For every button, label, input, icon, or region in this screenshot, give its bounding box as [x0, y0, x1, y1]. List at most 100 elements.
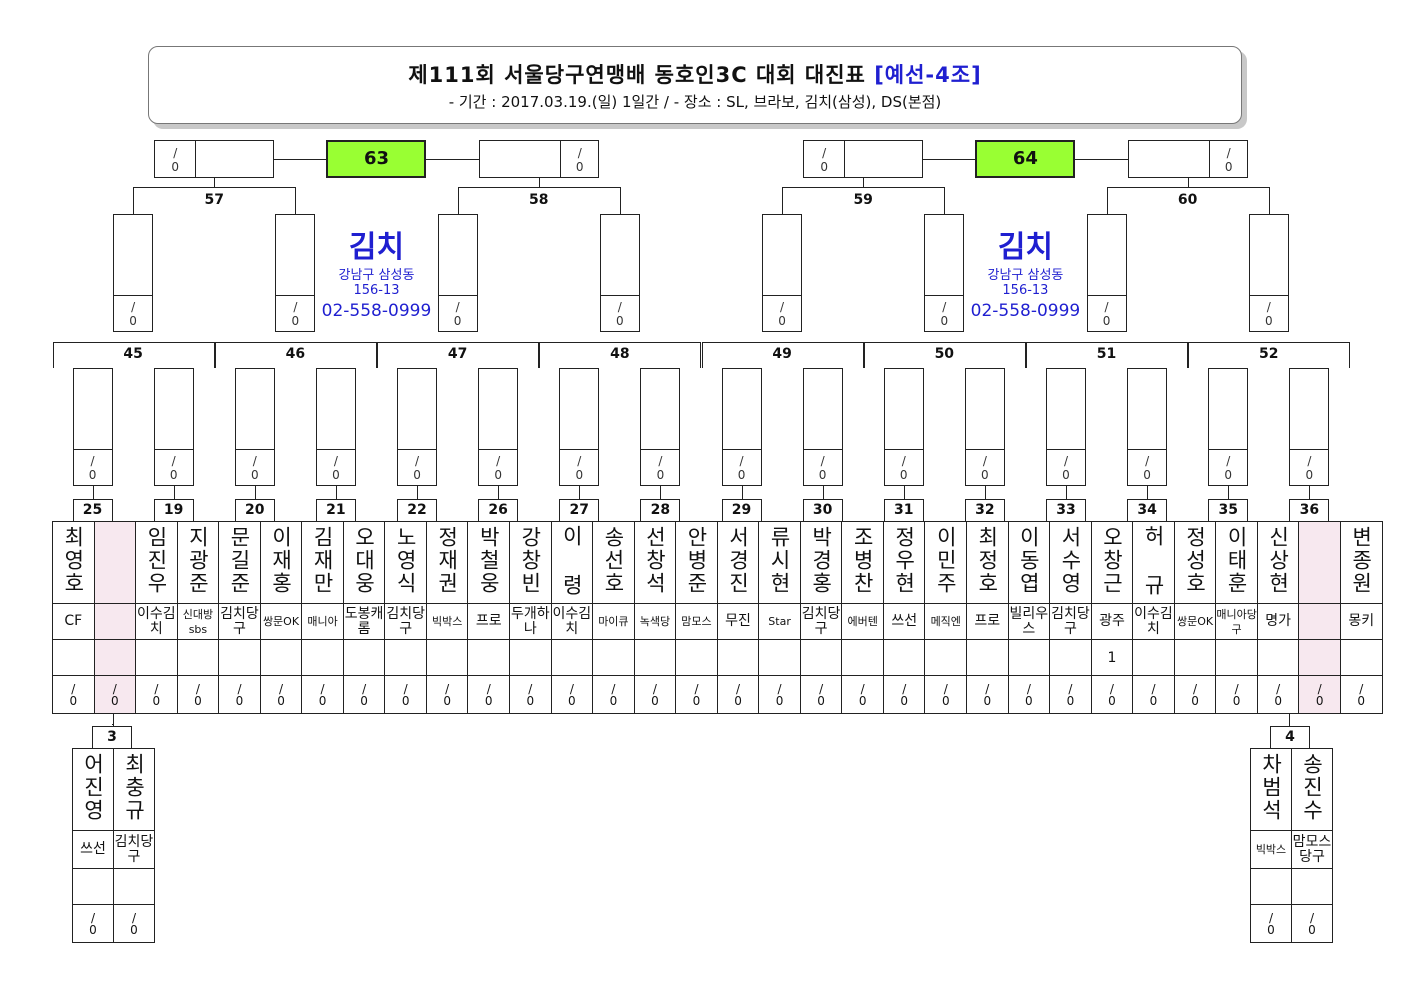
- player-name-cell[interactable]: 문길준: [218, 521, 261, 604]
- semi-box[interactable]: /0: [924, 214, 965, 332]
- prelim-score[interactable]: [1250, 868, 1292, 905]
- player-score[interactable]: [592, 639, 635, 676]
- player-name-cell[interactable]: 류시현: [758, 521, 801, 604]
- player-name-cell[interactable]: 박경홍: [799, 521, 843, 604]
- player-name-cell[interactable]: 정재권: [425, 521, 469, 604]
- player-score[interactable]: [1132, 639, 1175, 676]
- match-box[interactable]: /0: [397, 368, 438, 486]
- player-score[interactable]: [425, 639, 469, 676]
- player-score[interactable]: [467, 639, 511, 676]
- player-score[interactable]: [301, 639, 344, 676]
- player-score[interactable]: [1256, 639, 1300, 676]
- player-name-cell[interactable]: 변종원: [1339, 521, 1383, 604]
- match-box[interactable]: /0: [1208, 368, 1249, 486]
- player-score[interactable]: [633, 639, 677, 676]
- match-box[interactable]: /0: [640, 368, 681, 486]
- match-box[interactable]: /0: [72, 368, 113, 486]
- player-name-cell[interactable]: 안병준: [675, 521, 718, 604]
- player-name-cell[interactable]: 이 령: [550, 521, 594, 604]
- player-score[interactable]: [218, 639, 261, 676]
- player-name-cell[interactable]: 서경진: [716, 521, 760, 604]
- match-box[interactable]: /0: [1046, 368, 1086, 486]
- player-score[interactable]: [966, 639, 1009, 676]
- player-name-cell[interactable]: 이민주: [924, 521, 968, 604]
- player-name-cell[interactable]: 최영호: [52, 521, 95, 604]
- final-entry-box[interactable]: /0: [1127, 140, 1248, 178]
- final-match[interactable]: 64: [975, 140, 1076, 178]
- player-score[interactable]: [1049, 639, 1092, 676]
- player-score[interactable]: [550, 639, 594, 676]
- player-name-cell[interactable]: 임진우: [135, 521, 178, 604]
- semi-box[interactable]: /0: [437, 214, 478, 332]
- final-entry-box[interactable]: /0: [803, 140, 924, 178]
- match-box[interactable]: /0: [1289, 368, 1330, 486]
- player-score[interactable]: [384, 639, 427, 676]
- player-name-cell[interactable]: 정성호: [1173, 521, 1217, 604]
- player-score[interactable]: [135, 639, 178, 676]
- player-name-cell[interactable]: 허 규: [1132, 521, 1175, 604]
- player-score[interactable]: [509, 639, 552, 676]
- player-name-cell[interactable]: [93, 521, 137, 604]
- semi-box[interactable]: /0: [113, 214, 154, 332]
- match-box[interactable]: /0: [153, 368, 194, 486]
- player-name-cell[interactable]: 김재만: [301, 521, 344, 604]
- player-name-cell[interactable]: 이동엽: [1007, 521, 1051, 604]
- player-name-cell[interactable]: 서수영: [1049, 521, 1092, 604]
- player-score[interactable]: 1: [1090, 639, 1134, 676]
- player-name-cell[interactable]: 조병찬: [841, 521, 884, 604]
- match-box[interactable]: /0: [1127, 368, 1168, 486]
- match-box[interactable]: /0: [802, 368, 843, 486]
- semi-box[interactable]: /0: [599, 214, 640, 332]
- semi-box[interactable]: /0: [275, 214, 316, 332]
- player-name-cell[interactable]: 이재홍: [259, 521, 303, 604]
- match-box[interactable]: /0: [478, 368, 519, 486]
- match-box[interactable]: /0: [234, 368, 275, 486]
- player-score[interactable]: [841, 639, 884, 676]
- prelim-score[interactable]: [1291, 868, 1333, 905]
- player-score[interactable]: [716, 639, 760, 676]
- player-score[interactable]: [882, 639, 926, 676]
- player-name-cell[interactable]: 오창근: [1090, 521, 1134, 604]
- player-score[interactable]: [93, 639, 137, 676]
- player-score[interactable]: [1298, 639, 1341, 676]
- player-name-cell[interactable]: 신상현: [1256, 521, 1300, 604]
- match-box[interactable]: /0: [883, 368, 924, 486]
- match-box[interactable]: /0: [315, 368, 356, 486]
- player-score[interactable]: [675, 639, 718, 676]
- player-score[interactable]: [1339, 639, 1383, 676]
- player-name-cell[interactable]: 송선호: [592, 521, 635, 604]
- player-name-cell[interactable]: 강창빈: [509, 521, 552, 604]
- player-score[interactable]: [176, 639, 220, 676]
- player-score[interactable]: [924, 639, 968, 676]
- player-name-cell[interactable]: 정우현: [882, 521, 926, 604]
- semi-box[interactable]: /0: [1248, 214, 1289, 332]
- prelim-score[interactable]: [113, 868, 155, 905]
- final-entry-box[interactable]: /0: [478, 140, 599, 178]
- player-score[interactable]: [342, 639, 386, 676]
- prelim-name-cell[interactable]: 송진수: [1291, 748, 1333, 831]
- player-name-cell[interactable]: 노영식: [384, 521, 427, 604]
- player-score[interactable]: [758, 639, 801, 676]
- player-score[interactable]: [799, 639, 843, 676]
- match-box[interactable]: /0: [559, 368, 600, 486]
- player-name-cell[interactable]: 오대웅: [342, 521, 386, 604]
- player-score[interactable]: [52, 639, 95, 676]
- prelim-name-cell[interactable]: 차범석: [1250, 748, 1292, 831]
- player-score[interactable]: [1215, 639, 1258, 676]
- prelim-name-cell[interactable]: 어진영: [72, 748, 114, 831]
- final-entry-box[interactable]: /0: [154, 140, 275, 178]
- final-match[interactable]: 63: [326, 140, 427, 178]
- player-score[interactable]: [1007, 639, 1051, 676]
- semi-box[interactable]: /0: [1086, 214, 1127, 332]
- match-box[interactable]: /0: [964, 368, 1005, 486]
- player-score[interactable]: [1173, 639, 1217, 676]
- match-box[interactable]: /0: [721, 368, 762, 486]
- semi-box[interactable]: /0: [762, 214, 803, 332]
- prelim-score[interactable]: [72, 868, 114, 905]
- player-name-cell[interactable]: 이태훈: [1215, 521, 1258, 604]
- player-name-cell[interactable]: 박철웅: [467, 521, 511, 604]
- player-name-cell[interactable]: 지광준: [176, 521, 220, 604]
- player-score[interactable]: [259, 639, 303, 676]
- player-name-cell[interactable]: 선창석: [633, 521, 677, 604]
- prelim-name-cell[interactable]: 최충규: [113, 748, 155, 831]
